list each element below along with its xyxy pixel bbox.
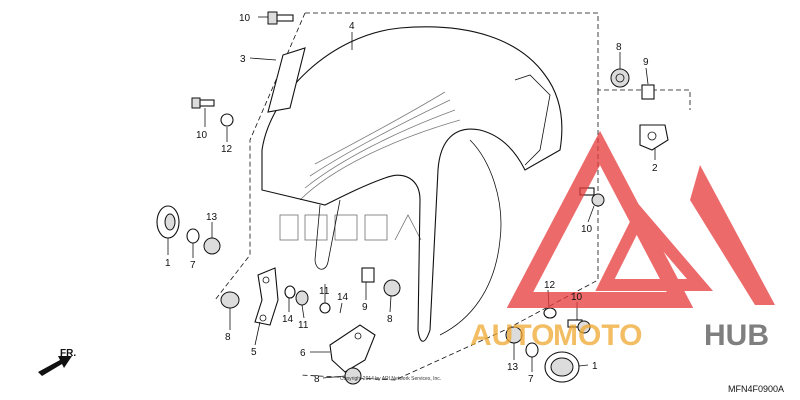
bracket-left (254, 267, 279, 326)
reflector-cap-left (156, 205, 180, 239)
copyright-text: Copyright 2014 by ARI Network Services, … (340, 376, 441, 382)
watermark-text-auto: AUTO (470, 319, 554, 352)
callout-4: 4 (349, 21, 355, 32)
callout-10-lower-right: 10 (571, 292, 583, 303)
front-fender (261, 26, 563, 342)
front-direction-arrow: FR. (38, 348, 76, 376)
callout-1-left: 1 (165, 258, 171, 269)
assembly-outline (214, 12, 691, 381)
honda-lettering-outline (279, 214, 422, 241)
grommet-top-right (610, 68, 630, 88)
diagram-code: MFN4F0900A (728, 384, 784, 394)
callout-14-upper: 14 (337, 292, 349, 303)
callout-11-lower: 11 (298, 320, 309, 331)
honda-wing-logo (299, 91, 461, 201)
watermark-text-moto: MOTO (553, 319, 642, 352)
callout-8-left: 8 (225, 332, 231, 343)
grommet-bracket-left (220, 291, 240, 309)
bolt-left (191, 97, 215, 109)
grommet-bracket-left-2 (295, 290, 309, 306)
callout-7-left: 7 (190, 260, 196, 271)
collar-left (186, 228, 200, 244)
callout-11-upper: 11 (319, 286, 330, 297)
bolt-top (267, 11, 294, 25)
collar-center (361, 267, 375, 283)
callout-13-left: 13 (206, 212, 218, 223)
collar-top-right (641, 84, 655, 100)
callout-2: 2 (652, 163, 658, 174)
callout-14-lower: 14 (282, 314, 294, 325)
clip-part (639, 124, 669, 151)
callout-10-top: 10 (239, 13, 251, 24)
collar-bracket-left (284, 285, 296, 299)
callout-6: 6 (300, 348, 306, 359)
grommet-center (383, 279, 401, 297)
callout-9-center: 9 (362, 302, 368, 313)
callout-5: 5 (251, 347, 257, 358)
watermark-text-hub: HUB (704, 319, 769, 352)
collar-mid (319, 302, 331, 314)
washer-lower-right (543, 307, 557, 319)
callout-13-right: 13 (507, 362, 519, 373)
bolt-lower-right (567, 319, 591, 334)
callout-10-mid-right: 10 (581, 224, 593, 235)
watermark-triangle-logo (506, 130, 775, 308)
reflector-cap-right (544, 351, 580, 383)
callout-10-left: 10 (196, 130, 208, 141)
washer-left (220, 113, 234, 127)
callout-8-center: 8 (387, 314, 393, 325)
callout-1-right: 1 (592, 361, 598, 372)
front-direction-label: FR. (60, 348, 76, 359)
emblem-sticker (267, 47, 306, 113)
callout-3: 3 (240, 54, 246, 65)
callout-12-right: 12 (544, 280, 556, 291)
bracket-bottom (329, 324, 376, 373)
callout-8-top-right: 8 (616, 42, 622, 53)
watermark: AUTO MOTO HUB (470, 130, 775, 352)
grommet-left (203, 237, 221, 255)
callout-8-bottom: 8 (314, 374, 320, 385)
callout-labels: 10 3 4 8 9 10 12 2 10 13 1 7 11 14 9 8 1… (165, 13, 658, 385)
callout-9-top-right: 9 (643, 57, 649, 68)
callout-7-right: 7 (528, 374, 534, 385)
callout-12-left: 12 (221, 144, 233, 155)
